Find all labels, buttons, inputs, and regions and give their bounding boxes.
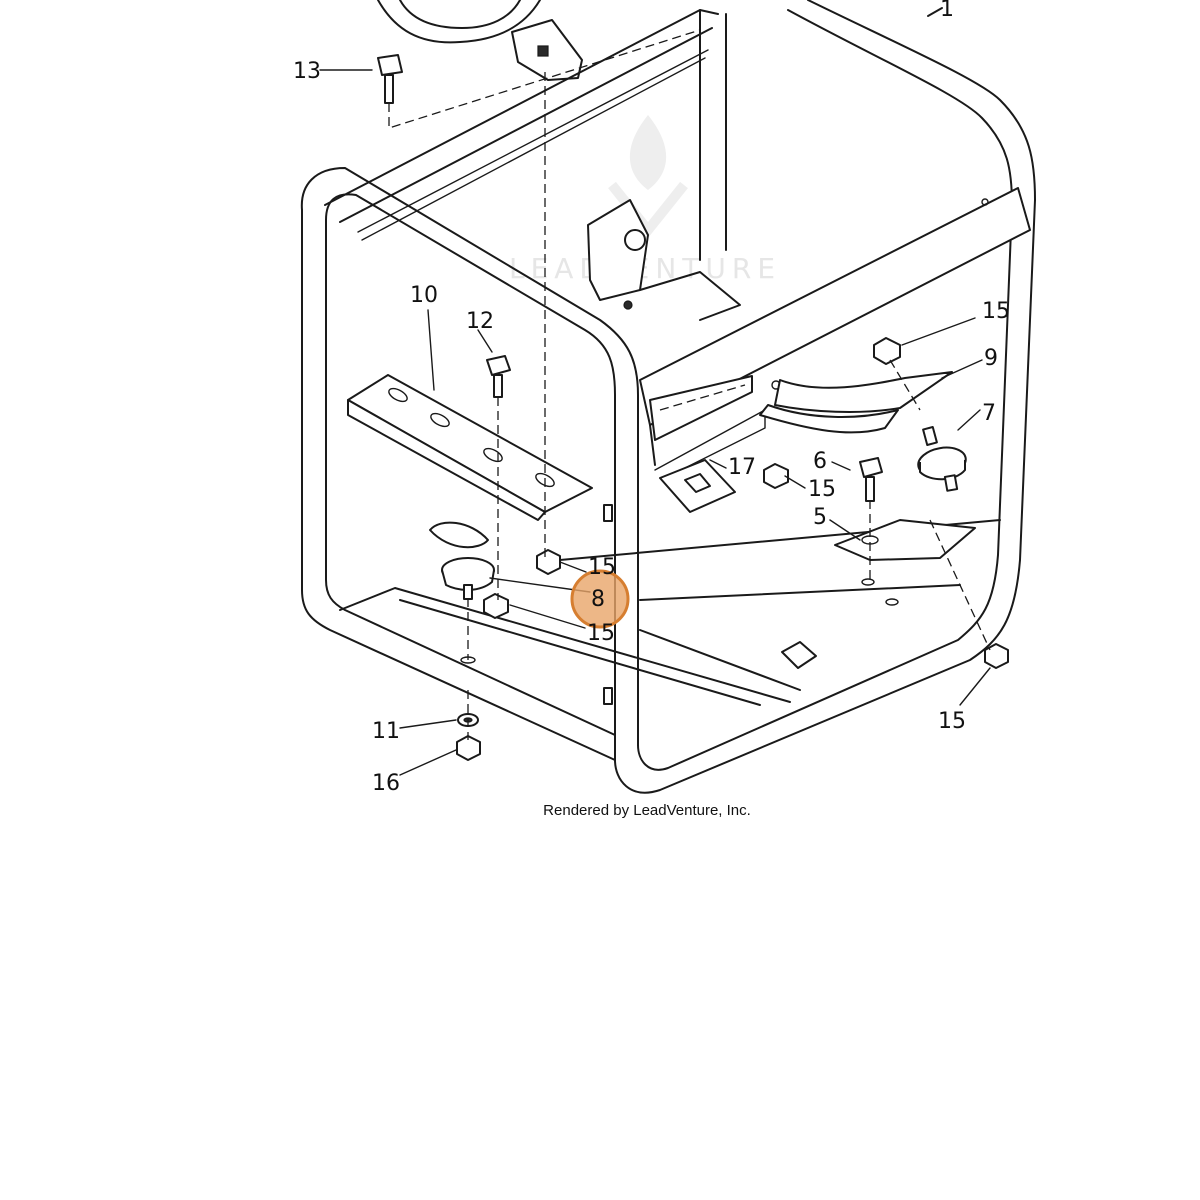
callout-labels: 1 13 10 12 15 9 7 17 6 15 5 15 8 15 15 1…: [293, 0, 1010, 796]
part-12-bolt: [486, 355, 511, 398]
part-6-bolt: [859, 457, 883, 502]
callout-7[interactable]: 7: [982, 401, 996, 426]
callout-17[interactable]: 17: [728, 455, 756, 480]
callout-15-left-top[interactable]: 15: [588, 555, 616, 580]
part-10-bracket: [347, 374, 593, 521]
callout-1[interactable]: 1: [940, 0, 954, 22]
part-9-bracket: [759, 371, 953, 434]
callout-13[interactable]: 13: [293, 59, 321, 84]
nut-15-left-top: [536, 549, 561, 575]
tube-frame: [300, 167, 639, 761]
assembly-lines: [388, 29, 991, 740]
part-17-clip: [659, 459, 736, 513]
part-8-isolator: [429, 521, 495, 600]
callout-5[interactable]: 5: [813, 505, 827, 530]
callout-15-top-right[interactable]: 15: [982, 299, 1010, 324]
callout-10[interactable]: 10: [410, 283, 438, 308]
callout-12[interactable]: 12: [466, 309, 494, 334]
callout-15-left-bottom[interactable]: 15: [587, 621, 615, 646]
nut-15-right: [763, 463, 789, 489]
credit-text: Rendered by LeadVenture, Inc.: [543, 802, 751, 819]
nut-15-bottom-right: [984, 643, 1009, 669]
callout-15-right[interactable]: 15: [808, 477, 836, 502]
callout-6[interactable]: 6: [813, 449, 827, 474]
engine-mount-bracket: [587, 199, 741, 321]
nut-15-top-right: [873, 337, 901, 365]
part-13-bolt: [377, 54, 403, 104]
callout-16[interactable]: 16: [372, 771, 400, 796]
callout-9[interactable]: 9: [984, 346, 998, 371]
callout-11[interactable]: 11: [372, 719, 400, 744]
engine-housing: [377, 0, 583, 81]
callout-8[interactable]: 8: [591, 587, 605, 612]
callout-15-bottom-right[interactable]: 15: [938, 709, 966, 734]
callout-8-highlight: [570, 569, 630, 629]
cross-beam: [639, 187, 1031, 479]
nut-15-left-bottom: [483, 593, 509, 619]
frame-rails: [324, 0, 1036, 794]
part-7-isolator: [917, 425, 967, 492]
